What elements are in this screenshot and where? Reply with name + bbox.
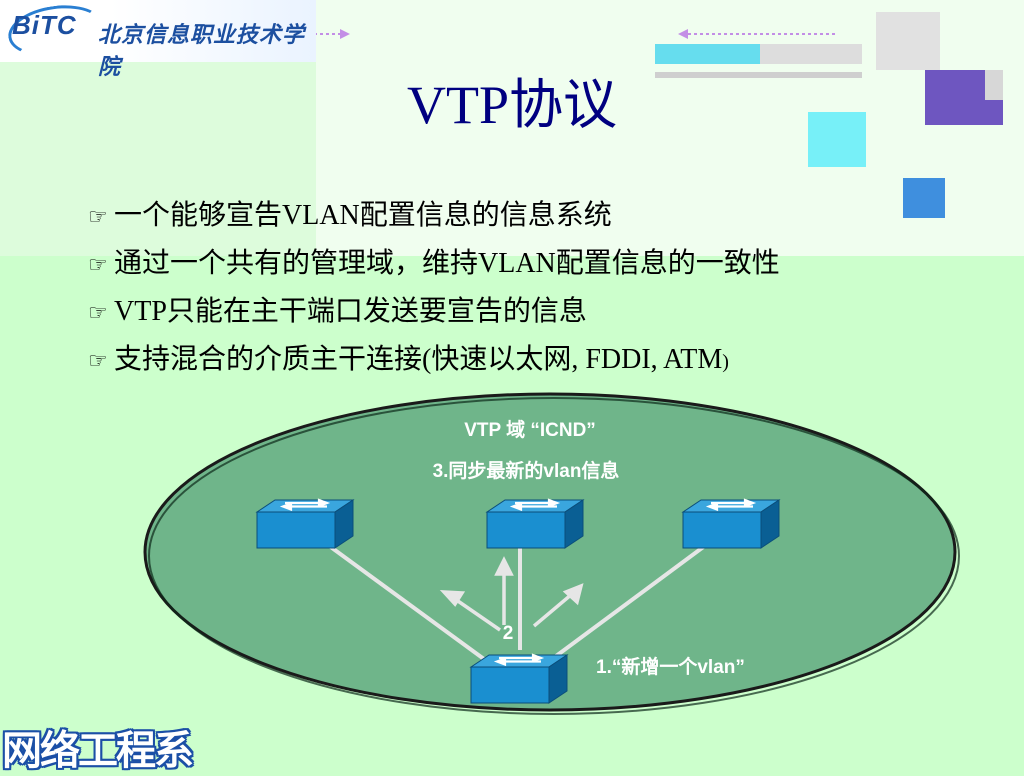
bullet-text: VTP只能在主干端口发送要宣告的信息: [114, 296, 587, 327]
logo-text: 北京信息职业技术学院: [98, 22, 306, 80]
step1-label: 1.“新增一个vlan”: [596, 655, 745, 678]
bullet-text: 通过一个共有的管理域，维持VLAN配置信息的一致性: [114, 248, 780, 279]
hand-pointer-icon: ☞: [88, 348, 108, 373]
hand-pointer-icon: ☞: [88, 252, 108, 277]
bullet-text: 一个能够宣告VLAN配置信息的信息系统: [114, 200, 612, 231]
switch-center: [485, 498, 585, 550]
step2-label: 2: [503, 623, 514, 644]
switch-left: [255, 498, 355, 550]
slide-title: VTP协议: [406, 75, 617, 135]
switch-right: [681, 498, 781, 550]
bullet-item: ☞通过一个共有的管理域，维持VLAN配置信息的一致性: [88, 240, 780, 288]
hand-pointer-icon: ☞: [88, 300, 108, 325]
bullet-item: ☞VTP只能在主干端口发送要宣告的信息: [88, 288, 780, 336]
propagation-arrows: [439, 556, 584, 632]
link-right: [546, 543, 708, 664]
logo-mark: BiTC: [12, 10, 77, 40]
bullet-list: ☞一个能够宣告VLAN配置信息的信息系统 ☞通过一个共有的管理域，维持VLAN配…: [88, 192, 780, 384]
hand-pointer-icon: ☞: [88, 204, 108, 229]
link-left: [326, 543, 490, 664]
vtp-domain-ellipse: [143, 392, 957, 712]
domain-label: VTP 域 “ICND”: [464, 418, 596, 441]
step3-label: 3.同步最新的vlan信息: [433, 459, 620, 482]
bullet-item: ☞支持混合的介质主干连接(快速以太网, FDDI, ATM): [88, 336, 780, 384]
bullet-suffix: ): [722, 351, 729, 373]
switch-bottom: [469, 653, 569, 705]
header-logo-area: BiTC 北京信息职业技术学院: [0, 0, 316, 80]
bullet-item: ☞一个能够宣告VLAN配置信息的信息系统: [88, 192, 780, 240]
bullet-text: 支持混合的介质主干连接(快速以太网, FDDI, ATM: [114, 344, 723, 375]
department-watermark: 网络工程系: [2, 728, 194, 774]
